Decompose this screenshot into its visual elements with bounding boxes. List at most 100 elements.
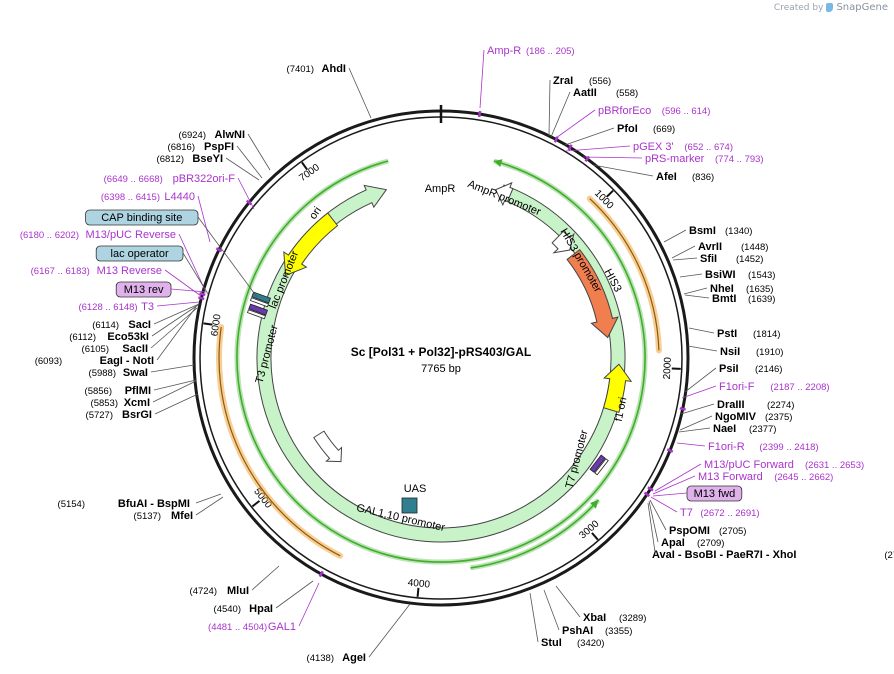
label-pos-pbrforeco: (596 .. 614) <box>662 106 711 117</box>
label-psii: PsiI(2146) <box>719 363 782 375</box>
label-name-swai: SwaI <box>123 367 148 379</box>
label-pshai: PshAI(3355) <box>562 625 632 637</box>
his3-promoter-arrow <box>551 230 575 254</box>
leader-sacii <box>150 307 198 349</box>
label-pos-pfoi: (669) <box>653 124 675 135</box>
label-pos-gal1-primer: (4481 .. 4504) <box>208 622 267 633</box>
feature-label-ori: ori <box>307 205 324 222</box>
label-sacii: SacII (6105) <box>82 343 148 355</box>
label-pos-m13puc-rev: (6180 .. 6202) <box>20 230 79 241</box>
label-name-apai: ApaI <box>661 537 685 549</box>
label-ahdi: AhdI(7401) <box>287 63 346 75</box>
label-pos-m13-reverse: (6167 .. 6183) <box>31 266 90 277</box>
label-pos-apai: (2709) <box>697 538 724 549</box>
f1ori-arrow <box>602 363 633 414</box>
label-pos-ngomiv: (2375) <box>765 412 792 423</box>
label-stui: StuI (3420) <box>541 637 604 649</box>
label-pos-bsrgi: (5727) <box>86 410 113 421</box>
lac-operator-box-box <box>248 303 268 316</box>
label-pos-stui: (3420) <box>577 638 604 649</box>
ampr-promoter-arrow <box>495 181 514 207</box>
label-name-stui: StuI <box>541 637 562 649</box>
leader-tag-lac-operator <box>182 252 209 295</box>
label-names-eagi-noti: EagI - NotI <box>100 355 154 367</box>
label-pos-bsiwi: (1543) <box>748 270 775 281</box>
label-ampr-primer: Amp-R(186 .. 205) <box>487 45 575 57</box>
label-pos-psii: (2146) <box>755 364 782 375</box>
leader-bsrgi <box>154 393 199 415</box>
label-t3-primer: T3(6128 .. 6148) <box>78 301 154 313</box>
t7-promoter-box <box>589 454 609 476</box>
tag-text-cap-binding: CAP binding site <box>101 212 182 224</box>
label-pos-swai: (5988) <box>89 368 116 379</box>
his3-arrow <box>566 248 619 339</box>
primer-site-12 <box>245 199 253 206</box>
label-avrii: AvrII(1448) <box>698 241 768 253</box>
label-pos-alwni: (6924) <box>179 130 206 141</box>
label-pos-agei: (4138) <box>307 653 334 664</box>
label-pflmi: PflMI(5856) <box>85 385 151 397</box>
label-pos-psti: (1814) <box>753 329 780 340</box>
lac-promoter-box-box2 <box>249 297 269 308</box>
label-name-pspomi: PspOMI <box>669 525 710 537</box>
label-bsrgi: BsrGI(5727) <box>86 409 152 421</box>
label-sfii: SfiI(1452) <box>700 253 763 265</box>
label-bsmi: BsmI(1340) <box>689 225 752 237</box>
primer-site-9 <box>199 292 206 297</box>
primer-site-6 <box>647 486 654 492</box>
label-bsiwi: BsiWI(1543) <box>705 269 775 281</box>
leader-pspomi <box>649 499 667 531</box>
leader-pshai <box>543 589 560 631</box>
label-draiii: DraIII(2274) <box>717 399 794 411</box>
label-zrai: ZraI(556) <box>553 75 611 87</box>
label-pos-sacii: (6105) <box>82 344 109 355</box>
leader-bmti <box>684 294 710 299</box>
label-name-mlui: MluI <box>227 585 249 597</box>
label-name-m13-reverse: M13 Reverse <box>97 265 162 277</box>
t7-promoter-box-box <box>589 454 606 473</box>
label-name-mfei: MfeI <box>171 510 193 522</box>
label-name-avrii: AvrII <box>698 241 722 253</box>
label-pos-naei: (2377) <box>749 424 776 435</box>
label-name-pbrforeco: pBRforEco <box>598 105 651 117</box>
leader-psii <box>684 367 717 393</box>
label-m13puc-fwd: M13/pUC Forward(2631 .. 2653) <box>704 459 864 471</box>
leader-saci <box>153 303 200 325</box>
label-m13-reverse: M13 Reverse (6167 .. 6183) <box>31 265 162 277</box>
snapgene-logo-icon <box>826 3 834 12</box>
label-hpai: HpaI(4540) <box>214 603 273 615</box>
scale-tick-3000 <box>591 532 599 541</box>
gal-green-arc <box>470 499 600 569</box>
label-pos-pbr322ori-f: (6649 .. 6668) <box>104 174 163 185</box>
feature-label-ampr: AmpR <box>425 183 456 195</box>
leader-avrii <box>671 245 696 259</box>
label-name-prs-marker: pRS-marker <box>645 153 705 165</box>
leader-m13puc-fwd <box>654 463 702 492</box>
plasmid-name: Sc [Pol31 + Pol32]-pRS403/GAL <box>351 345 531 359</box>
primer-site-8 <box>318 570 324 578</box>
leader-apai <box>648 500 659 543</box>
tag-m13-rev-tag: M13 rev <box>115 281 172 298</box>
leader-eco53ki <box>151 304 199 337</box>
label-name-naei: NaeI <box>713 423 736 435</box>
label-name-pspfi: PspFI <box>204 141 234 153</box>
label-pos-hpai: (4540) <box>214 604 241 615</box>
label-pos-bmti: (1639) <box>748 294 775 305</box>
label-name-afei: AfeI <box>656 171 677 183</box>
label-pos-nhei: (1635) <box>746 284 773 295</box>
leader-pspfi <box>236 145 263 179</box>
label-name-sacii: SacII <box>122 343 148 355</box>
leader-mlui <box>251 565 280 591</box>
label-pos-bseyi: (6812) <box>157 154 184 165</box>
label-name-bseyi: BseYI <box>192 153 223 165</box>
label-prs-marker: pRS-marker(774 .. 793) <box>645 153 764 165</box>
leader-bseyi <box>225 157 260 181</box>
feature-label-uas: UAS <box>404 483 427 495</box>
label-name-aatii: AatII <box>573 87 597 99</box>
leader-mfei <box>195 496 224 516</box>
tag-cap-binding: CAP binding site <box>85 209 199 226</box>
label-name-f1ori-r: F1ori-R <box>708 441 745 453</box>
leader-agei <box>368 603 411 658</box>
label-name-saci: SacI <box>128 319 151 331</box>
tag-box-m13-rev-tag <box>115 281 172 298</box>
